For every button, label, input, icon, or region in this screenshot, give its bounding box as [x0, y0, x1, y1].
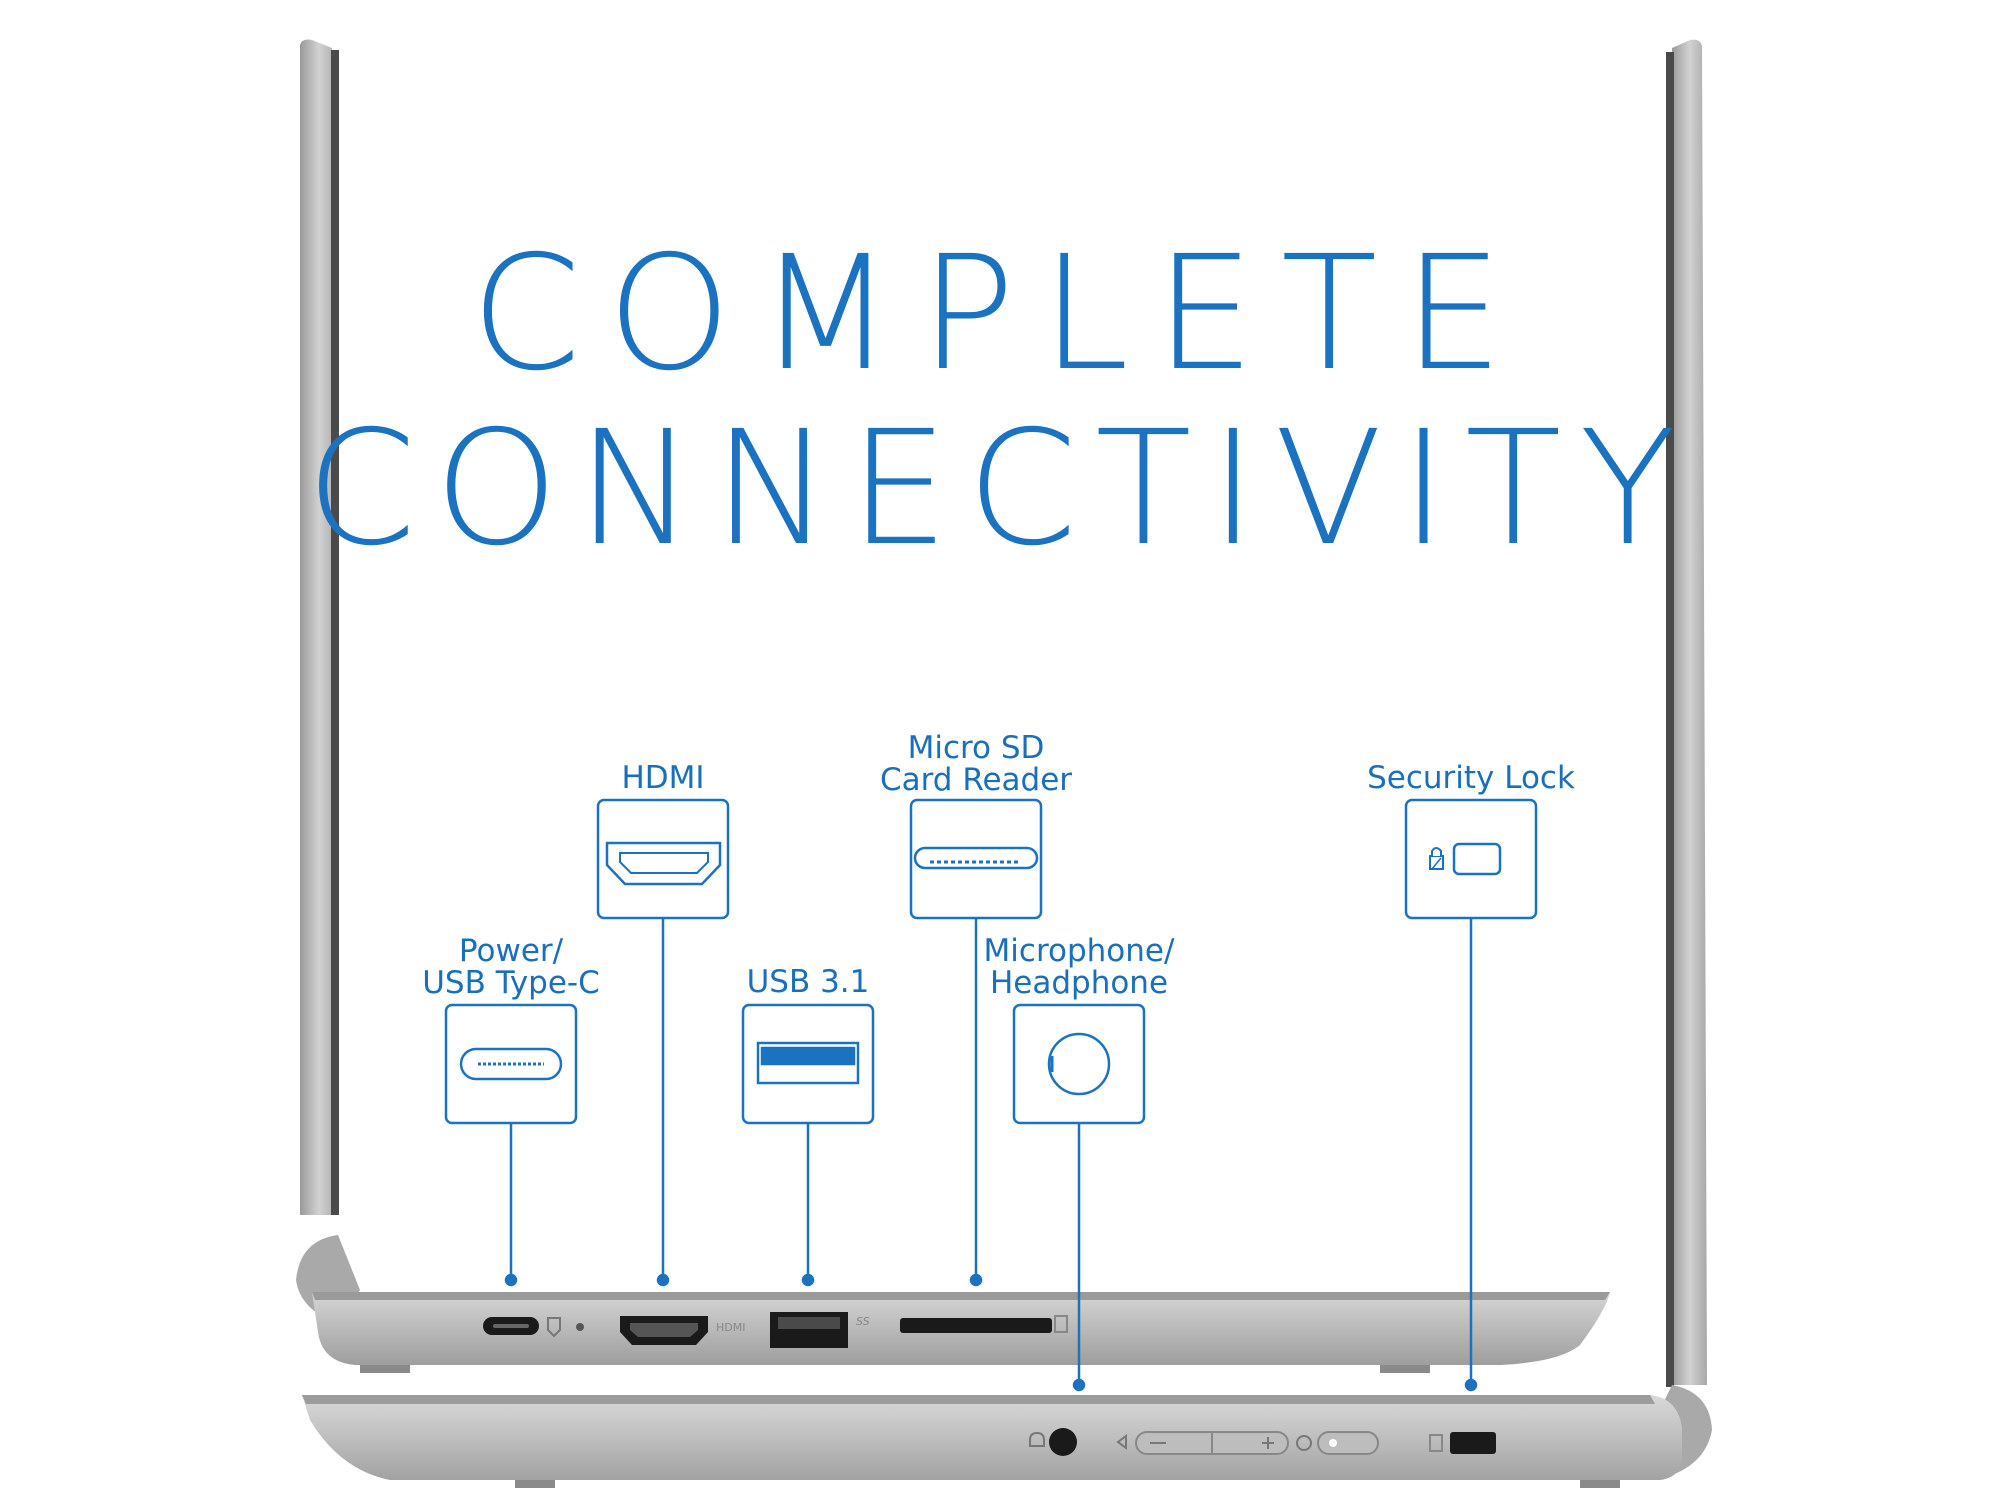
left-laptop-lid: [296, 39, 360, 1325]
micro-sd-slot-icon: [909, 798, 1043, 920]
laptop-hdmi-text: HDMI: [716, 1321, 745, 1334]
usb-label-text: USB 3.1: [746, 964, 870, 1000]
micro-sd-label-line1: Micro SD: [907, 730, 1045, 766]
callout-lines: [504, 918, 1478, 1392]
hdmi-label: HDMI: [563, 762, 763, 794]
power-usb-c-label-line2: USB Type-C: [422, 965, 600, 1001]
security-lock-label-text: Security Lock: [1367, 760, 1575, 796]
usb-c-port-icon: [444, 1003, 578, 1125]
security-lock-icon: [1404, 798, 1538, 920]
laptop-lock-slot: [1450, 1432, 1496, 1454]
usb-a-port-icon: [741, 1003, 875, 1125]
audio-label: Microphone/ Headphone: [959, 935, 1199, 999]
security-lock-label: Security Lock: [1351, 762, 1591, 794]
audio-label-line1: Microphone/: [983, 933, 1175, 969]
laptop-audio-jack: [1049, 1428, 1077, 1456]
right-laptop-base: [302, 1395, 1682, 1488]
power-usb-c-label-line1: Power/: [458, 933, 564, 969]
hdmi-label-text: HDMI: [621, 760, 705, 796]
laptop-power-button: [1317, 1431, 1379, 1455]
laptop-ss-text: SS: [856, 1315, 870, 1328]
headline-line-2: CONNECTIVITY: [305, 397, 1695, 581]
audio-jack-icon: [1012, 1003, 1146, 1125]
usb-label: USB 3.1: [708, 966, 908, 998]
left-laptop-base: HDMI SS: [312, 1292, 1610, 1373]
micro-sd-label: Micro SD Card Reader: [856, 732, 1096, 796]
power-usb-c-label: Power/ USB Type-C: [411, 935, 611, 999]
hdmi-port-icon: [596, 798, 730, 920]
headline-line-1: COMPLETE: [470, 222, 1530, 406]
micro-sd-label-line2: Card Reader: [879, 762, 1073, 798]
laptop-sd-slot: [900, 1318, 1052, 1333]
audio-label-line2: Headphone: [989, 965, 1169, 1001]
